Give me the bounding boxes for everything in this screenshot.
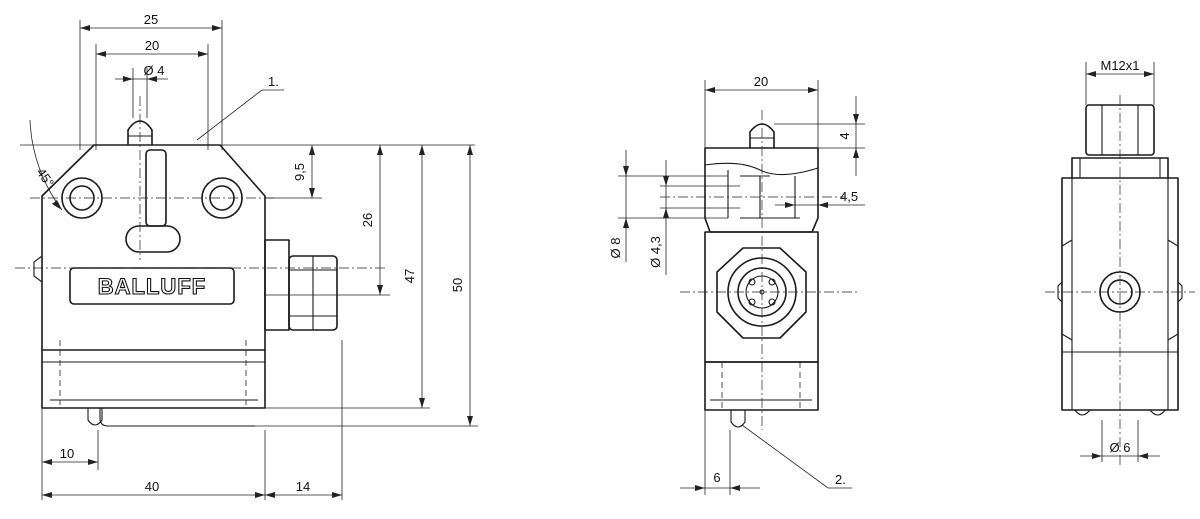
rear-dim-bottom: Ø 6	[1110, 440, 1131, 455]
front-actuator-slot	[145, 149, 167, 227]
arrow	[255, 492, 265, 498]
rear-view: M12x1 Ø 6	[1045, 58, 1195, 465]
arrow	[419, 145, 425, 155]
side-connector-pin	[748, 298, 756, 306]
dim-connector: 14	[296, 479, 310, 494]
arrow	[147, 76, 157, 82]
arrow	[1092, 453, 1102, 459]
arrow	[1144, 71, 1154, 77]
arrow	[332, 492, 342, 498]
side-dim-counterbore: Ø 8	[608, 238, 623, 259]
front-side-boss	[33, 255, 43, 283]
rear-side-boss	[1177, 281, 1183, 303]
side-connector-hex	[716, 247, 807, 339]
arrow	[853, 114, 859, 124]
arrow	[785, 202, 795, 208]
dim-width-holes: 20	[145, 38, 159, 53]
callout-2: 2.	[835, 472, 846, 487]
arrow	[818, 202, 828, 208]
side-dim-counterbore-depth: 4,5	[840, 189, 858, 204]
side-connector-pin	[768, 298, 776, 306]
front-view: BALLUFF 25	[15, 12, 478, 500]
front-bottom-plunger	[87, 408, 103, 426]
dim-plunger-diameter: Ø 4	[144, 63, 165, 78]
arrow	[663, 208, 669, 218]
brand-plate	[69, 267, 235, 305]
arrow	[309, 145, 315, 155]
dim-height-total: 50	[450, 278, 465, 292]
arrow	[88, 459, 98, 465]
front-body-outline	[41, 144, 266, 351]
arrow	[377, 285, 383, 295]
arrow	[42, 459, 52, 465]
arrow	[808, 87, 818, 93]
rear-bottom-feet	[1074, 409, 1166, 416]
callout-1: 1.	[268, 74, 279, 89]
leader-1	[196, 89, 284, 141]
front-actuator-pad	[125, 225, 181, 253]
side-connector-pin	[748, 278, 756, 286]
dim-angle: 45°	[34, 165, 58, 190]
side-base	[704, 361, 819, 411]
arrow	[663, 176, 669, 186]
rear-dim-thread: M12x1	[1100, 58, 1139, 73]
front-base-foot	[99, 408, 255, 427]
arrow	[623, 218, 629, 228]
arrow	[80, 25, 90, 31]
arrow	[309, 188, 315, 198]
side-main-body	[704, 231, 819, 363]
arrow	[853, 148, 859, 158]
arrow	[52, 200, 62, 210]
arrow	[623, 166, 629, 176]
arrow	[42, 492, 52, 498]
arrow	[123, 76, 133, 82]
side-top-block	[704, 147, 819, 233]
side-wavy-line	[704, 162, 819, 176]
side-connector-pin	[768, 278, 776, 286]
arrow	[212, 25, 222, 31]
arrow	[377, 145, 383, 155]
side-bottom-plunger	[730, 410, 746, 428]
side-dim-plunger-travel: 4	[837, 132, 852, 139]
dim-offset: 10	[60, 446, 74, 461]
side-dim-width: 20	[754, 74, 768, 89]
dim-height-body: 47	[402, 269, 417, 283]
arrow	[265, 492, 275, 498]
arrow	[419, 398, 425, 408]
side-dim-hole: Ø 4,3	[648, 236, 663, 268]
leader-2	[741, 424, 852, 489]
front-base	[41, 350, 266, 409]
arrow	[730, 485, 740, 491]
arrow	[1086, 71, 1096, 77]
arrow	[467, 416, 473, 426]
rear-connector-nut	[1085, 104, 1155, 156]
side-dim-offset: 6	[713, 470, 720, 485]
arrow	[96, 51, 106, 57]
front-connector-flange	[264, 239, 290, 331]
dim-plunger-height: 9,5	[292, 163, 307, 181]
arrow	[705, 87, 715, 93]
arrow	[695, 485, 705, 491]
rear-body-chamfer	[1061, 239, 1179, 341]
arrow	[467, 145, 473, 155]
dim-axis-height: 26	[360, 213, 375, 227]
arrow	[1138, 453, 1148, 459]
dim-width-total: 25	[144, 12, 158, 27]
brand-logo: BALLUFF	[98, 274, 206, 299]
arrow	[198, 51, 208, 57]
side-view: 20 4 Ø 8 Ø 4,3 4,5 6 2.	[608, 74, 865, 495]
dim-width-body: 40	[145, 479, 159, 494]
